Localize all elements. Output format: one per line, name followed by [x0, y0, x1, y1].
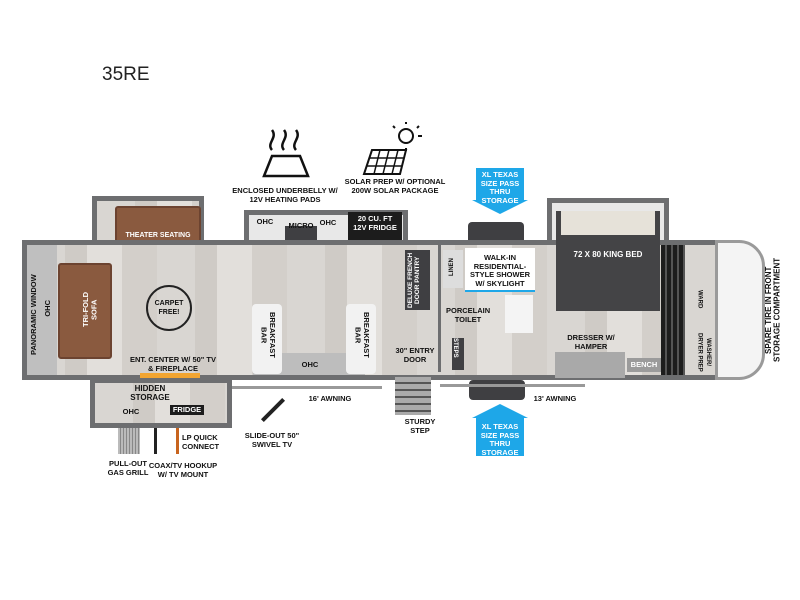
linen-closet: LINEN — [443, 250, 463, 288]
pass-thru-storage-top[interactable] — [468, 222, 524, 244]
fridge[interactable]: 20 CU. FT 12V FRIDGE — [348, 212, 402, 244]
coax-cable — [154, 428, 157, 454]
swivel-tv — [260, 397, 286, 423]
outdoor-kitchen — [90, 378, 232, 428]
entry-door-label[interactable]: 30" ENTRY DOOR — [395, 346, 435, 364]
breakfast-bar-label: BREAKFAST BAR — [259, 312, 278, 358]
awning-line-16 — [232, 386, 382, 389]
king-bed[interactable]: 72 X 80 KING BED — [556, 211, 660, 311]
pass-thru-storage-bottom[interactable] — [469, 380, 525, 400]
coax-label: COAX/TV HOOKUP W/ TV MOUNT — [148, 461, 218, 479]
panoramic-label: PANORAMIC WINDOW — [29, 274, 38, 356]
ohc-label: OHC — [301, 360, 319, 369]
bench[interactable]: BENCH — [627, 358, 661, 372]
theater-seating[interactable]: THEATER SEATING — [115, 206, 201, 244]
pass-thru-arrow-bottom: XL TEXAS SIZE PASS THRU STORAGE — [472, 404, 528, 458]
washer-dryer-label: WASHER/ DRYER PREP — [696, 332, 712, 372]
lp-connect-label: LP QUICK CONNECT — [182, 433, 220, 451]
model-title: 35RE — [102, 64, 150, 85]
underbelly-label: ENCLOSED UNDERBELLY W/ 12V HEATING PADS — [232, 186, 338, 204]
solar-label: SOLAR PREP W/ OPTIONAL 200W SOLAR PACKAG… — [344, 177, 446, 195]
sofa-label: TRI-FOLD SOFA — [81, 292, 99, 328]
gas-grill-label: PULL-OUT GAS GRILL — [107, 459, 149, 477]
gas-grill — [118, 428, 140, 454]
fireplace — [140, 373, 200, 378]
steps: STEPS — [452, 338, 464, 370]
swivel-tv-label: SLIDE-OUT 50" SWIVEL TV — [244, 431, 300, 449]
sink — [505, 295, 533, 333]
ent-center-label: ENT. CENTER W/ 50" TV & FIREPLACE — [129, 355, 217, 373]
dresser-label: DRESSER W/ HAMPER — [567, 333, 615, 351]
pantry-label: DELUXE FRENCH DOOR PANTRY — [407, 252, 421, 308]
pass-thru-arrow-top: XL TEXAS SIZE PASS THRU STORAGE — [472, 168, 528, 216]
panoramic-window-cabinet — [27, 245, 57, 375]
awning-13-label: 13' AWNING — [533, 394, 577, 403]
ohc-label: OHC — [256, 217, 274, 226]
tri-fold-sofa[interactable] — [58, 263, 112, 359]
solar-icon — [362, 122, 422, 175]
entry-steps — [395, 377, 431, 415]
breakfast-bar-right[interactable] — [346, 304, 376, 374]
dresser[interactable] — [555, 352, 625, 378]
ohc-label: OHC — [122, 407, 140, 416]
ohc-label: OHC — [43, 300, 52, 317]
awning-16-label: 16' AWNING — [308, 394, 352, 403]
micro-label: MICRO — [288, 221, 314, 230]
shower[interactable]: WALK-IN RESIDENTIAL-STYLE SHOWER W/ SKYL… — [465, 248, 535, 292]
heating-icon — [262, 129, 310, 178]
carpet-free-badge: CARPET FREE! — [146, 285, 192, 331]
awning-line-13 — [440, 384, 585, 387]
hidden-storage-label: HIDDEN STORAGE — [130, 384, 170, 402]
wardrobe — [661, 245, 685, 375]
lp-line — [176, 428, 179, 454]
ohc-label: OHC — [319, 218, 337, 227]
toilet-label: PORCELAIN TOILET — [446, 306, 491, 324]
ward-label: WARD — [696, 290, 703, 309]
microwave — [285, 226, 317, 240]
bath-wall — [438, 244, 441, 372]
outdoor-fridge[interactable]: FRIDGE — [170, 405, 204, 415]
breakfast-bar-label: BREAKFAST BAR — [353, 312, 372, 358]
nose-cap — [715, 240, 765, 380]
sturdy-step-label: STURDY STEP — [404, 417, 436, 435]
spare-tire-label: SPARE TIRE IN FRONT STORAGE COMPARTMENT — [764, 257, 782, 363]
breakfast-bar-left[interactable] — [252, 304, 282, 374]
pantry[interactable] — [405, 250, 430, 310]
